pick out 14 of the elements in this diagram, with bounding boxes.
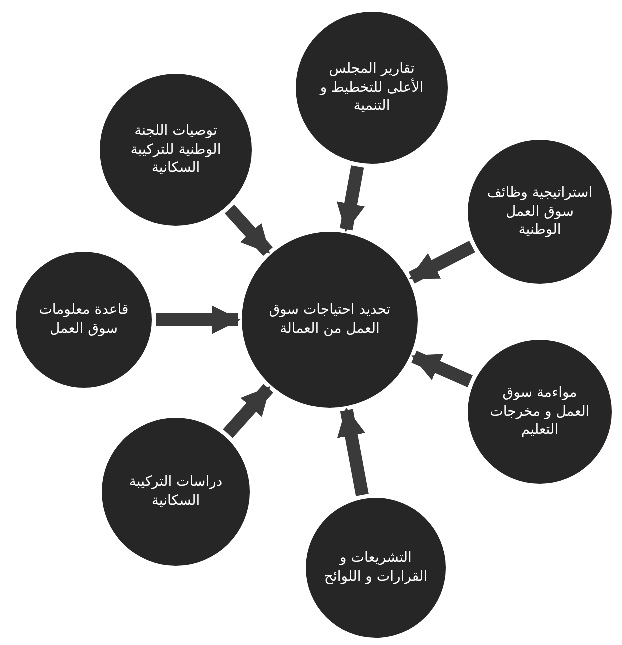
circle-text: استراتيجية وظائف سوق العمل الوطنية (486, 184, 594, 240)
circle-text: تحديد احتياجات سوق العمل من العمالة (268, 301, 392, 339)
block-arrow (412, 350, 473, 388)
circle-text: مواءمة سوق العمل و مخرجات التعليم (489, 384, 591, 440)
circle-text: تقارير المجلس الأعلى للتخطيط و التنمية (318, 60, 425, 116)
circle-text: دراسات التركيبة السكانية (128, 473, 224, 511)
circle-text: توصيات اللجنة الوطنية للتركيبة السكانية (130, 122, 222, 178)
circle-text: التشريعات و القرارات و اللوائح (323, 549, 429, 587)
block-arrow (337, 408, 369, 496)
block-arrow (223, 384, 274, 438)
block-arrow (336, 166, 366, 232)
circle-text: قاعدة معلومات سوق العمل (38, 301, 130, 339)
block-arrow (156, 306, 241, 334)
block-arrow (408, 240, 476, 284)
